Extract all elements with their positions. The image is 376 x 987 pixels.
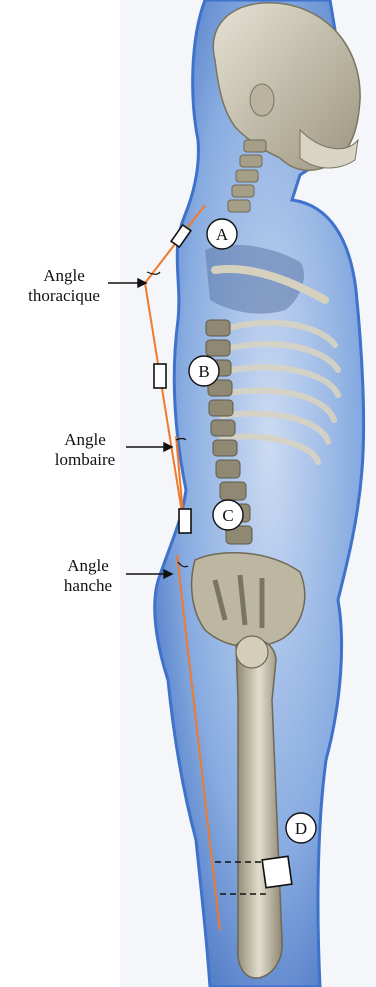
marker-c-label: C (222, 506, 233, 525)
hip-label-line2: hanche (52, 576, 124, 596)
thoracic-angle-label: Angle thoracique (22, 266, 106, 306)
ear (250, 84, 274, 116)
marker-b-label: B (198, 362, 209, 381)
hip-label-line1: Angle (52, 556, 124, 576)
pelvis (192, 553, 305, 647)
thoracic-label-line1: Angle (22, 266, 106, 286)
sensor-d (262, 856, 292, 887)
thoracic-label-line2: thoracique (22, 286, 106, 306)
lumbar-label-line2: lombaire (44, 450, 126, 470)
marker-a-label: A (216, 225, 229, 244)
lumbar-label-line1: Angle (44, 430, 126, 450)
sensor-b (154, 364, 166, 388)
lumbar-angle-label: Angle lombaire (44, 430, 126, 470)
femur-head (236, 636, 268, 668)
hip-angle-label: Angle hanche (52, 556, 124, 596)
marker-d-label: D (295, 819, 307, 838)
sensor-c (179, 509, 191, 533)
